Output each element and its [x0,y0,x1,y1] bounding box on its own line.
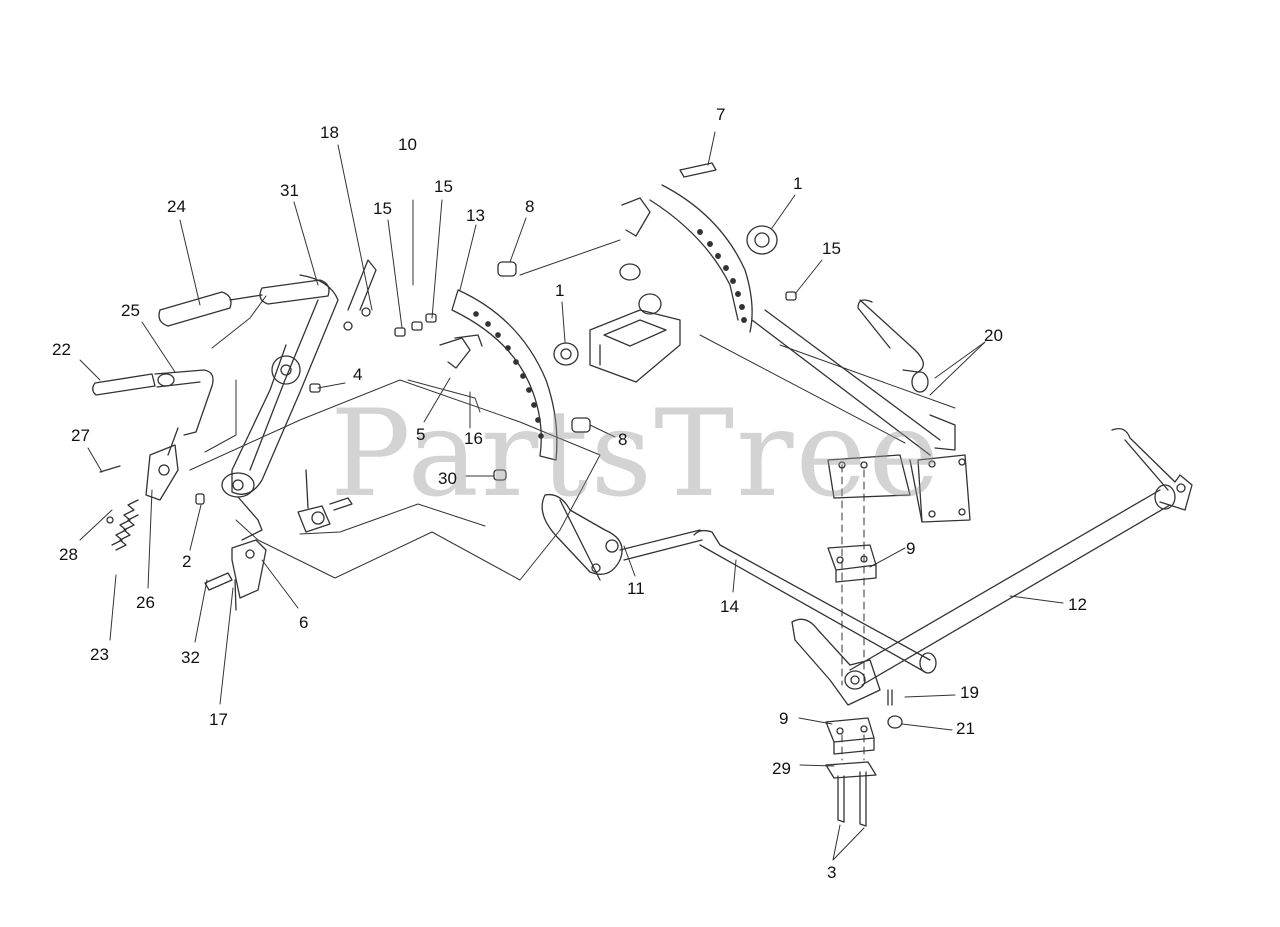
callout-label: 4 [353,365,363,384]
phantom-lines [189,239,956,761]
callout-label: 17 [209,710,228,729]
callout-label: 16 [464,429,483,448]
callout-label: 15 [822,239,841,258]
plate-18 [343,259,377,331]
callout-label: 9 [779,709,789,728]
lift-rod-20 [751,299,971,523]
callout-label: 12 [1068,595,1087,614]
callout-label: 14 [720,597,739,616]
callout-label: 26 [136,593,155,612]
callout-label: 28 [59,545,78,564]
pin-bracket-6 [204,469,353,611]
callout-label: 24 [167,197,186,216]
callout-label: 13 [466,206,485,225]
callout-label: 29 [772,759,791,778]
callout-label: 15 [373,199,392,218]
callout-label: 1 [793,174,803,193]
callout-label: 27 [71,426,90,445]
callout-label: 22 [52,340,71,359]
callout-label: 6 [299,613,309,632]
quadrant-13 [439,289,558,461]
callout-label: 7 [716,105,726,124]
callout-label: 5 [416,425,426,444]
callout-label: 20 [984,326,1003,345]
callout-label: 3 [827,863,837,882]
center-block [589,309,681,383]
callout-label: 32 [181,648,200,667]
block-9-upper [827,544,877,583]
callout-label: 8 [525,197,535,216]
callout-label: 8 [618,430,628,449]
callout-label: 18 [320,123,339,142]
handle-22-25 [92,369,214,436]
block-9-lower [825,717,875,755]
leader-lines [79,131,1064,861]
bolts-3 [837,771,867,827]
lower-arm [791,618,937,706]
callout-label: 2 [182,552,192,571]
callout-label: 9 [906,539,916,558]
bracket-26 [145,427,179,501]
watermark: PartsTree [330,385,942,524]
spring-23 [111,499,139,551]
callout-label: 19 [960,683,979,702]
callout-label: 31 [280,181,299,200]
callout-label: 21 [956,719,975,738]
foot-pad-24 [158,279,330,327]
callout-label: 30 [438,469,457,488]
callout-label: 10 [398,135,417,154]
callout-label: 15 [434,177,453,196]
shaft-14 [619,529,931,673]
shaft-12 [849,427,1193,686]
callout-label: 1 [555,281,565,300]
bushing-1 [553,225,778,366]
top-plate [827,454,911,499]
link-11 [541,493,623,581]
pedal-arm-31 [221,274,339,541]
callout-label: 25 [121,301,140,320]
callout-label: 11 [627,579,645,598]
pin-19-nut-21 [887,689,903,729]
callout-label: 23 [90,645,109,664]
hardware [99,162,797,524]
plate-29 [825,761,877,779]
upper-quadrant-7 [621,184,753,333]
